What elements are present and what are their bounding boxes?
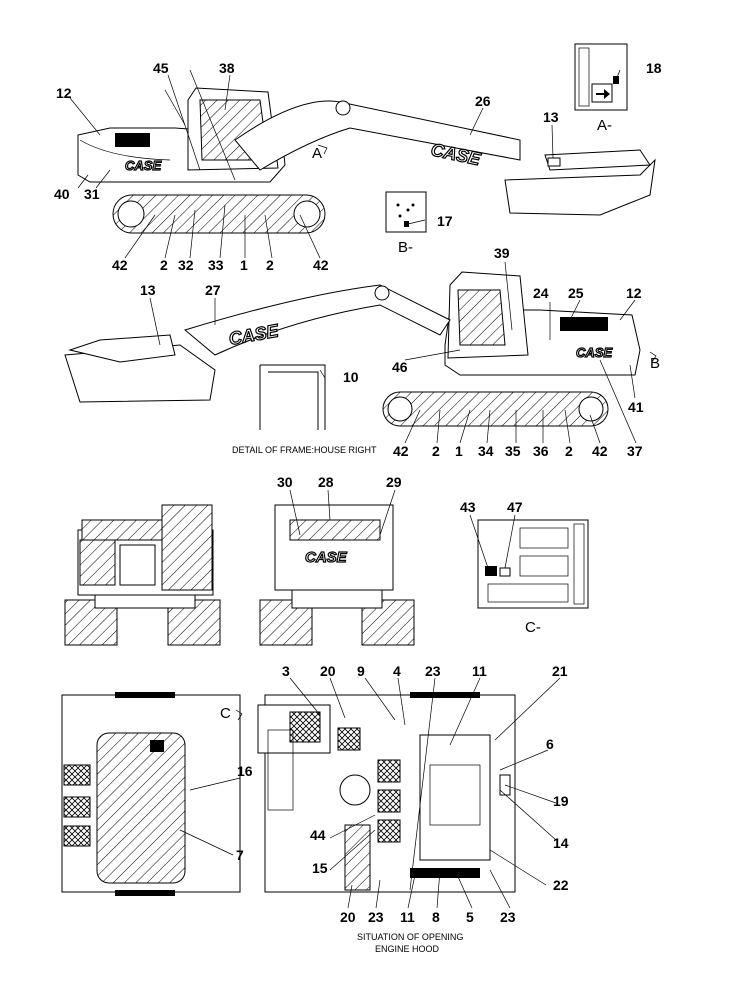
callout-44: 44 xyxy=(310,827,326,843)
callout-1a: 1 xyxy=(240,257,248,273)
callout-12: 12 xyxy=(56,85,72,101)
callout-23a: 23 xyxy=(425,663,441,679)
view-arrow-b: B xyxy=(650,355,660,372)
callout-4: 4 xyxy=(393,663,401,679)
callout-23c: 23 xyxy=(500,909,516,925)
callout-42d: 42 xyxy=(592,443,608,459)
detail-c: C- xyxy=(477,519,589,636)
detail-c-label: C- xyxy=(525,619,541,636)
callout-32: 32 xyxy=(178,257,194,273)
callout-45: 45 xyxy=(153,60,169,76)
callout-47: 47 xyxy=(507,499,523,515)
callout-42c: 42 xyxy=(393,443,409,459)
excavator-left-view: CASE CASE A xyxy=(77,69,656,234)
callout-35: 35 xyxy=(505,443,521,459)
case-logo-right: CASE xyxy=(576,345,612,360)
callout-34: 34 xyxy=(478,443,494,459)
callout-8: 8 xyxy=(432,909,440,925)
callout-15: 15 xyxy=(312,860,328,876)
callout-23b: 23 xyxy=(368,909,384,925)
callout-19: 19 xyxy=(553,793,569,809)
view-arrow-c: C xyxy=(220,705,231,722)
frame-detail-caption: DETAIL OF FRAME:HOUSE RIGHT xyxy=(232,445,377,455)
engine-hood-caption-1: SITUATION OF OPENING xyxy=(357,932,463,942)
detail-a-label: A- xyxy=(597,117,612,134)
callout-1b: 1 xyxy=(455,443,463,459)
callout-11a: 11 xyxy=(472,663,487,679)
detail-a: A- xyxy=(574,43,628,134)
callout-29: 29 xyxy=(386,474,402,490)
front-view xyxy=(64,504,221,646)
callout-9: 9 xyxy=(357,663,365,679)
callout-18: 18 xyxy=(646,60,662,76)
callout-40: 40 xyxy=(54,186,70,202)
callout-7: 7 xyxy=(236,847,244,863)
callout-2b: 2 xyxy=(266,257,274,273)
rear-view: CASE xyxy=(259,504,415,646)
callout-26: 26 xyxy=(475,93,491,109)
frame-detail: DETAIL OF FRAME:HOUSE RIGHT xyxy=(232,364,377,455)
callout-36: 36 xyxy=(533,443,549,459)
callout-10: 10 xyxy=(343,369,359,385)
callout-28: 28 xyxy=(318,474,334,490)
callout-20b: 20 xyxy=(340,909,356,925)
callout-25: 25 xyxy=(568,285,584,301)
detail-b: B- xyxy=(385,191,427,256)
callout-42a: 42 xyxy=(112,257,128,273)
callout-27: 27 xyxy=(205,282,221,298)
callout-numbers: 12 45 38 26 13 18 40 31 17 42 2 32 33 1 … xyxy=(54,60,662,925)
callout-2d: 2 xyxy=(565,443,573,459)
callout-21: 21 xyxy=(552,663,568,679)
callout-31: 31 xyxy=(84,186,100,202)
detail-b-label: B- xyxy=(398,239,413,256)
callout-17: 17 xyxy=(437,213,453,229)
callout-2a: 2 xyxy=(160,257,168,273)
callout-13b: 13 xyxy=(140,282,156,298)
callout-38: 38 xyxy=(219,60,235,76)
case-logo: CASE xyxy=(125,158,161,173)
case-logo-rear: CASE xyxy=(305,549,348,566)
engine-hood-caption-2: ENGINE HOOD xyxy=(375,944,440,954)
leader-lines xyxy=(69,69,637,909)
callout-5: 5 xyxy=(466,909,474,925)
callout-24: 24 xyxy=(533,285,549,301)
callout-39: 39 xyxy=(494,245,510,261)
callout-30: 30 xyxy=(277,474,293,490)
callout-42b: 42 xyxy=(313,257,329,273)
view-arrow-a: A xyxy=(312,145,322,162)
callout-6: 6 xyxy=(546,736,554,752)
callout-11b: 11 xyxy=(400,909,415,925)
callout-41: 41 xyxy=(628,399,644,415)
callout-2c: 2 xyxy=(432,443,440,459)
callout-33: 33 xyxy=(208,257,224,273)
callout-46: 46 xyxy=(392,359,408,375)
callout-16: 16 xyxy=(237,763,253,779)
top-view-right: SITUATION OF OPENING ENGINE HOOD xyxy=(257,692,516,954)
top-view-left: C xyxy=(61,692,243,896)
callout-43: 43 xyxy=(460,499,476,515)
callout-12b: 12 xyxy=(626,285,642,301)
callout-37: 37 xyxy=(627,443,643,459)
callout-14: 14 xyxy=(553,835,569,851)
callout-13: 13 xyxy=(543,109,559,125)
callout-20a: 20 xyxy=(320,663,336,679)
callout-22: 22 xyxy=(553,877,569,893)
callout-3: 3 xyxy=(282,663,290,679)
